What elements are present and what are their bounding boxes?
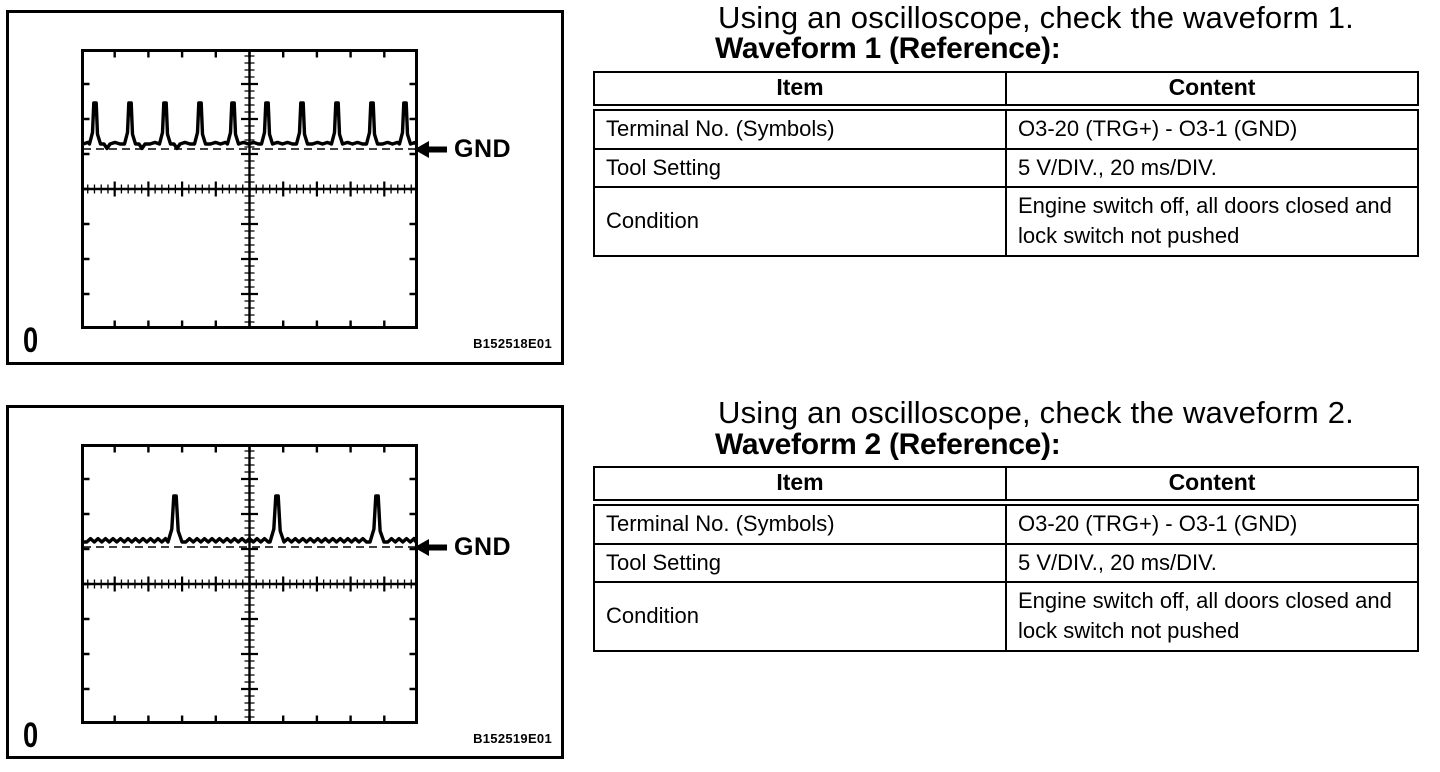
table-row: Tool Setting 5 V/DIV., 20 ms/DIV. bbox=[593, 542, 1419, 584]
oscilloscope-screen-1 bbox=[81, 49, 418, 329]
gnd-label: GND bbox=[454, 533, 512, 561]
table-row: Condition Engine switch off, all doors c… bbox=[593, 581, 1419, 652]
scope-zero-label: 0 bbox=[23, 321, 39, 360]
gnd-callout-2: GND bbox=[414, 532, 511, 563]
content-cell: Engine switch off, all doors closed and … bbox=[1005, 581, 1419, 652]
figure-id: B152518E01 bbox=[473, 336, 552, 351]
reference-title-2: Waveform 2 (Reference): bbox=[715, 428, 1061, 461]
item-cell: Tool Setting bbox=[593, 542, 1007, 584]
table-header-row: Item Content bbox=[593, 466, 1419, 506]
instruction-text-2: Using an oscilloscope, check the wavefor… bbox=[718, 395, 1354, 430]
content-cell: O3-20 (TRG+) - O3-1 (GND) bbox=[1005, 106, 1419, 150]
oscilloscope-figure-1: GND 0 B152518E01 bbox=[6, 10, 564, 365]
table-header-row: Item Content bbox=[593, 71, 1419, 111]
reference-title-1: Waveform 1 (Reference): bbox=[715, 32, 1061, 65]
item-cell: Terminal No. (Symbols) bbox=[593, 501, 1007, 545]
item-cell: Tool Setting bbox=[593, 147, 1007, 189]
oscilloscope-screen-2 bbox=[81, 444, 418, 724]
content-cell: 5 V/DIV., 20 ms/DIV. bbox=[1005, 542, 1419, 584]
item-cell: Condition bbox=[593, 581, 1007, 652]
gnd-callout-1: GND bbox=[414, 134, 511, 165]
left-arrow-icon bbox=[414, 141, 447, 158]
content-cell: 5 V/DIV., 20 ms/DIV. bbox=[1005, 147, 1419, 189]
item-cell: Terminal No. (Symbols) bbox=[593, 106, 1007, 150]
table-header-content: Content bbox=[1005, 466, 1419, 506]
item-cell: Condition bbox=[593, 186, 1007, 257]
table-row: Terminal No. (Symbols) O3-20 (TRG+) - O3… bbox=[593, 106, 1419, 150]
table-header-item: Item bbox=[593, 71, 1007, 111]
table-row: Terminal No. (Symbols) O3-20 (TRG+) - O3… bbox=[593, 501, 1419, 545]
table-header-item: Item bbox=[593, 466, 1007, 506]
table-row: Condition Engine switch off, all doors c… bbox=[593, 186, 1419, 257]
instruction-text-1: Using an oscilloscope, check the wavefor… bbox=[718, 0, 1354, 35]
waveform1-reference-table: Item Content Terminal No. (Symbols) O3-2… bbox=[593, 71, 1419, 257]
left-arrow-icon bbox=[414, 539, 447, 556]
content-cell: Engine switch off, all doors closed and … bbox=[1005, 186, 1419, 257]
scope-zero-label: 0 bbox=[23, 716, 39, 755]
gnd-label: GND bbox=[454, 135, 512, 163]
figure-id: B152519E01 bbox=[473, 731, 552, 746]
table-header-content: Content bbox=[1005, 71, 1419, 111]
table-row: Tool Setting 5 V/DIV., 20 ms/DIV. bbox=[593, 147, 1419, 189]
waveform2-reference-table: Item Content Terminal No. (Symbols) O3-2… bbox=[593, 466, 1419, 652]
content-cell: O3-20 (TRG+) - O3-1 (GND) bbox=[1005, 501, 1419, 545]
oscilloscope-figure-2: GND 0 B152519E01 bbox=[6, 405, 564, 759]
